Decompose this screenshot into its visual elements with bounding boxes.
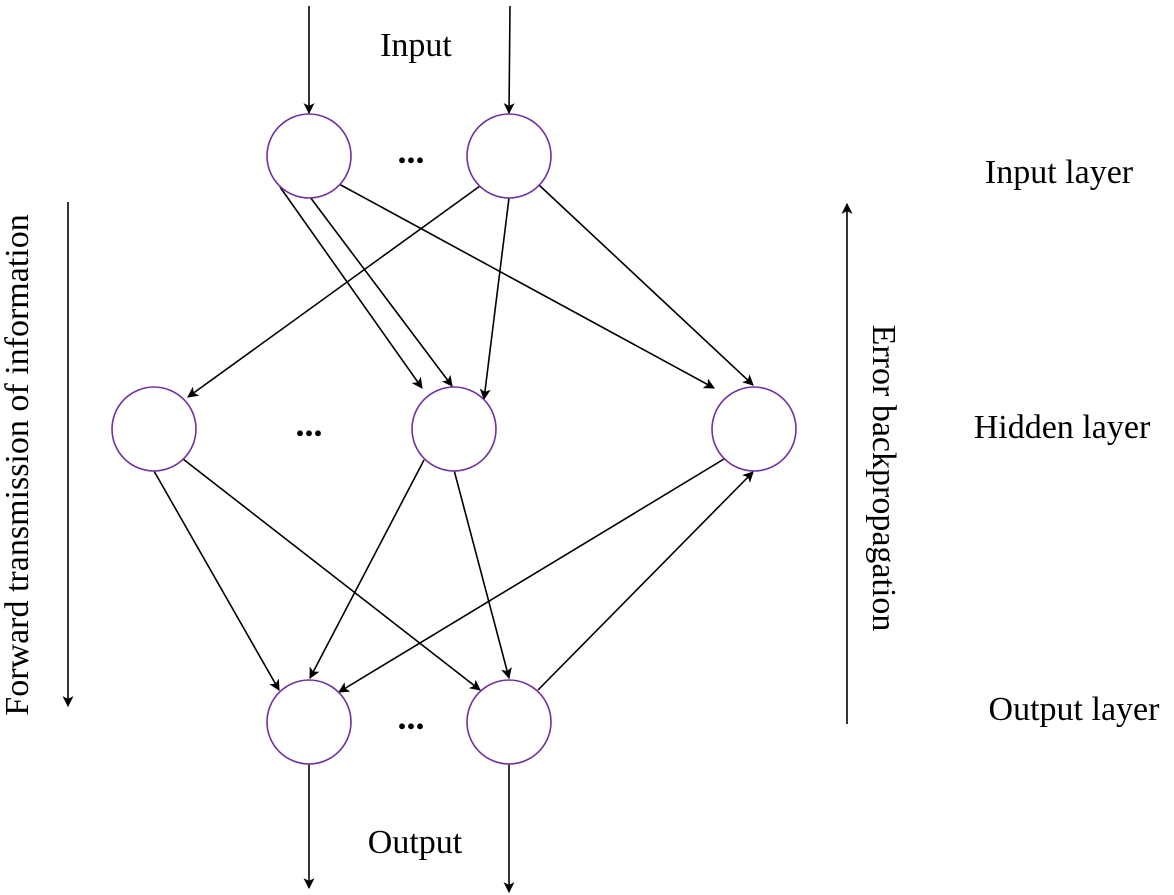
hidden-node-3 (711, 386, 797, 472)
forward-transmission-label: Forward transmission of information (0, 214, 36, 715)
hidden-layer-label: Hidden layer (974, 409, 1151, 446)
input-node-2 (466, 113, 552, 199)
input-arrow-2 (503, 5, 515, 115)
input-node-1 (266, 113, 352, 199)
edge-hidden1-output1 (153, 470, 280, 691)
output-node-1 (266, 679, 352, 765)
edge-output2-hidden3 (537, 471, 754, 691)
edge-input1-hidden3 (338, 183, 715, 389)
output-layer-ellipsis: ... (398, 697, 425, 737)
edge-hidden2-output2 (453, 469, 512, 680)
edge-input2-hidden2 (479, 197, 510, 401)
edge-input2-hidden3 (538, 184, 754, 386)
output-node-2 (466, 679, 552, 765)
output-label: Output (368, 824, 463, 861)
error-backpropagation-label: Error backpropagation (865, 325, 902, 632)
input-layer-ellipsis: ... (398, 131, 425, 171)
edge-input1-hidden2-a (279, 186, 423, 389)
hidden-layer-ellipsis: ... (296, 404, 323, 444)
hidden-node-1 (111, 386, 197, 472)
edge-input2-hidden1 (187, 185, 481, 398)
edge-hidden1-output2 (182, 458, 481, 691)
edge-hidden2-output1 (309, 459, 425, 679)
input-label: Input (380, 27, 452, 64)
edge-input1-hidden2-b (309, 196, 453, 387)
input-layer-label: Input layer (985, 154, 1134, 191)
output-layer-label: Output layer (989, 691, 1161, 728)
hidden-node-2 (411, 386, 497, 472)
edge-hidden3-output1 (338, 458, 725, 693)
